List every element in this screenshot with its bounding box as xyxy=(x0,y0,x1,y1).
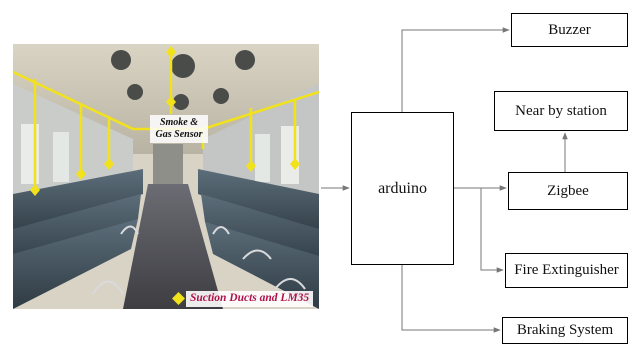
suction-ducts-label: Suction Ducts and LM35 xyxy=(186,291,314,307)
train-interior-photo xyxy=(13,44,319,309)
sensor-markers xyxy=(30,46,300,196)
arduino-block: arduino xyxy=(351,112,454,265)
arrow-arduino-to-buzzer xyxy=(401,27,510,112)
arrow-arduino-to-braking xyxy=(401,265,501,333)
ceiling-fans xyxy=(111,50,255,110)
arrow-arduino-to-fire-extinguisher xyxy=(480,188,504,273)
smoke-gas-sensor-label: Smoke & Gas Sensor xyxy=(150,115,208,143)
seat-row xyxy=(205,222,319,309)
ducts-marker-icon xyxy=(172,292,185,305)
seat-row xyxy=(13,219,138,309)
near-by-station-block: Near by station xyxy=(494,91,628,131)
braking-system-block: Braking System xyxy=(502,317,628,344)
seat-rails xyxy=(92,225,306,295)
right-window xyxy=(255,134,270,182)
photo-drawing xyxy=(13,44,319,309)
left-window xyxy=(53,132,69,182)
aisle-floor xyxy=(123,184,223,309)
fire-extinguisher-block: Fire Extinguisher xyxy=(505,253,628,288)
corridor-end xyxy=(153,144,183,189)
zigbee-block: Zigbee xyxy=(508,172,628,210)
buzzer-block: Buzzer xyxy=(511,13,628,47)
